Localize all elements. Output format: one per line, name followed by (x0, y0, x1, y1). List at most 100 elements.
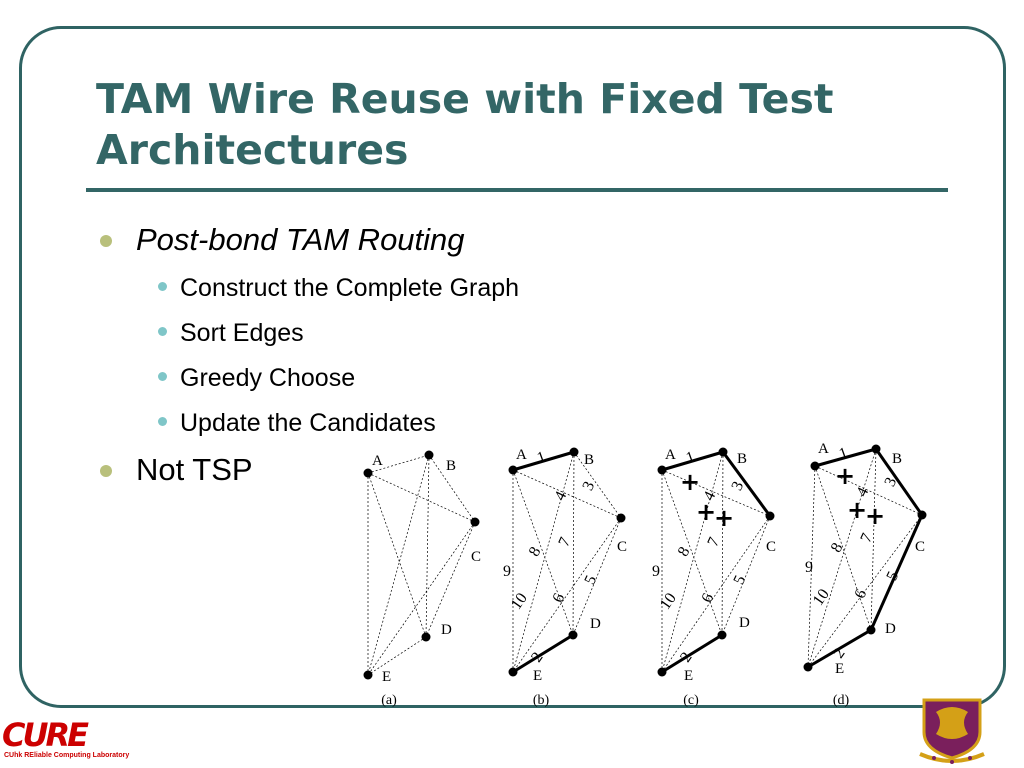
candidate-edge (721, 451, 724, 636)
panel-caption: (a) (381, 693, 397, 708)
sub-bullet-dot (158, 282, 167, 291)
bullet-dot (100, 465, 112, 477)
plus-mark: + (680, 468, 700, 496)
node-dot (717, 630, 727, 640)
edge-weight-label: 8 (526, 544, 545, 559)
node-label: B (737, 451, 747, 467)
selected-edge (814, 447, 877, 468)
edge-weight-label: 9 (503, 563, 511, 580)
node-label: B (892, 451, 902, 467)
node-label: A (372, 453, 383, 469)
candidate-edge (428, 454, 476, 523)
candidate-edge (814, 465, 872, 631)
candidate-edge (367, 454, 430, 474)
node-label: C (471, 549, 481, 565)
node-dot (803, 662, 813, 672)
candidate-edge (807, 465, 816, 668)
slide-title: TAM Wire Reuse with Fixed Test Architect… (96, 75, 834, 174)
node-dot (508, 465, 518, 475)
candidate-edge (367, 636, 427, 676)
candidate-edge (572, 451, 575, 636)
node-dot (569, 447, 579, 457)
node-dot (810, 461, 820, 471)
node-dot (363, 670, 373, 680)
node-label: E (382, 669, 391, 685)
node-label: E (684, 668, 693, 684)
edge-weight-label: 10 (508, 590, 531, 613)
node-dot (568, 630, 578, 640)
sub-bullet-item: Greedy Choose (136, 356, 519, 401)
node-dot (917, 510, 927, 520)
edge-weight-label: 3 (882, 475, 901, 489)
node-label: C (915, 539, 925, 555)
node-dot (424, 450, 434, 460)
slide-frame (19, 26, 1006, 708)
node-label: D (885, 621, 896, 637)
node-dot (657, 465, 667, 475)
bullet-not-tsp: Not TSP (100, 450, 519, 490)
edge-weight-label: 3 (580, 479, 599, 493)
bullet-list: Post-bond TAM Routing Construct the Comp… (100, 220, 519, 490)
node-label: A (818, 441, 829, 457)
sub-bullet-dot (158, 372, 167, 381)
candidate-edge (661, 469, 723, 636)
node-dot (421, 632, 431, 642)
node-label: D (590, 616, 601, 632)
sub-bullet-dot (158, 417, 167, 426)
selected-edge (512, 633, 574, 674)
cure-logo: CURE CUhk REliable Computing Laboratory (2, 716, 140, 766)
edge-weight-label: 8 (675, 544, 694, 559)
bullet-label: Post-bond TAM Routing (136, 222, 465, 257)
node-label: B (446, 458, 456, 474)
candidate-edge (512, 469, 622, 519)
sub-bullet-item: Update the Candidates (136, 401, 519, 446)
node-dot (363, 468, 373, 478)
edge-weight-label: 6 (550, 591, 569, 605)
node-label: D (441, 622, 452, 638)
candidate-edge (661, 469, 771, 517)
edge-weight-label: 5 (731, 573, 750, 587)
node-dot (470, 517, 480, 527)
plus-mark: + (865, 502, 885, 530)
plus-mark: + (714, 504, 734, 532)
panel-caption: (c) (683, 693, 699, 708)
candidate-edge (512, 517, 622, 673)
sub-bullet-dot (158, 327, 167, 336)
plus-mark: + (696, 498, 716, 526)
university-crest-icon (919, 698, 985, 764)
sub-bullet-item: Sort Edges (136, 311, 519, 356)
candidate-edge (573, 451, 622, 519)
edge-weight-label: 6 (699, 591, 718, 605)
sub-bullet-label: Construct the Complete Graph (180, 274, 520, 302)
edge-weight-label: 9 (805, 559, 813, 576)
selected-edge (869, 514, 924, 631)
logo-wordmark: CURE (2, 716, 89, 754)
node-dot (657, 667, 667, 677)
node-label: E (835, 661, 844, 677)
node-label: A (516, 447, 527, 463)
candidate-edge (425, 521, 476, 638)
candidate-edge (367, 472, 427, 638)
selected-edge (721, 451, 772, 517)
plus-mark: + (847, 496, 867, 524)
bullet-post-bond-tam-routing: Post-bond TAM Routing Construct the Comp… (100, 220, 519, 446)
bullet-label: Not TSP (136, 452, 253, 487)
node-dot (508, 667, 518, 677)
node-label: D (739, 615, 750, 631)
node-dot (765, 511, 775, 521)
selected-edge (807, 628, 872, 669)
bullet-dot (100, 235, 112, 247)
candidate-edge (425, 454, 430, 638)
candidate-edge (367, 521, 476, 676)
sub-bullet-list: Construct the Complete Graph Sort Edges … (136, 266, 519, 446)
sub-bullet-label: Update the Candidates (180, 409, 436, 437)
sub-bullet-label: Sort Edges (180, 319, 304, 347)
node-dot (616, 513, 626, 523)
plus-mark: + (835, 462, 855, 490)
node-label: C (766, 539, 776, 555)
node-dot (718, 447, 728, 457)
edge-weight-label: 7 (556, 535, 575, 549)
panel-caption: (b) (533, 693, 550, 708)
candidate-edge (367, 472, 476, 523)
